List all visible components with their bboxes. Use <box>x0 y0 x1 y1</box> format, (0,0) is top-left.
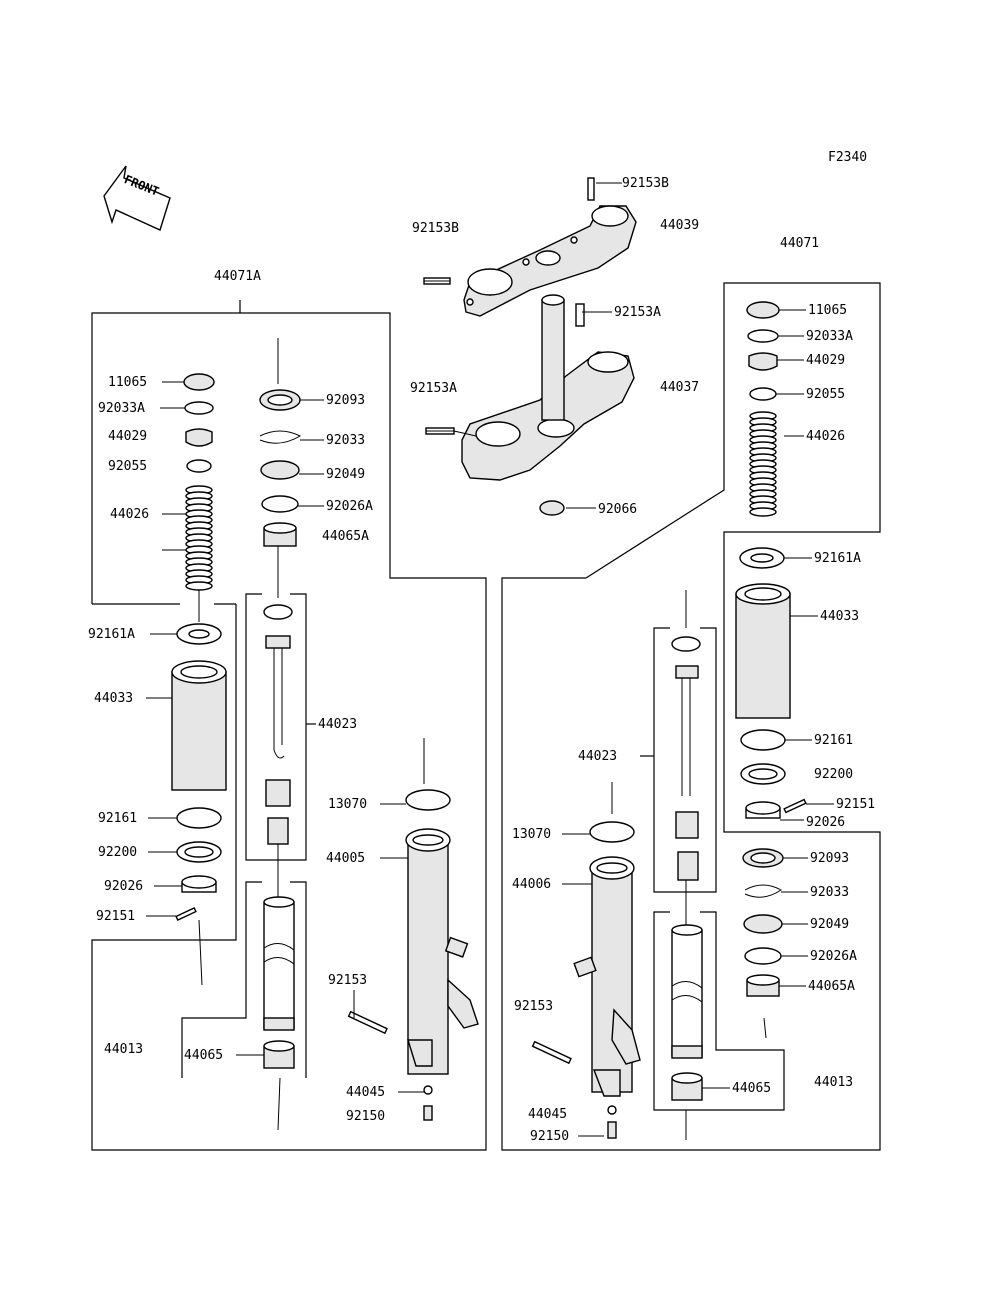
diagram-code: F2340 <box>828 150 867 165</box>
label-right-11065: 11065 <box>808 303 847 318</box>
label-left-92033A: 92033A <box>98 401 145 416</box>
right-outer-tube <box>531 782 641 1139</box>
label-44071A: 44071A <box>214 269 261 284</box>
label-mid-92153: 92153 <box>514 999 553 1014</box>
label-left-44065: 44065 <box>184 1048 223 1063</box>
label-center-44023: 44023 <box>318 717 357 732</box>
label-left-92055: 92055 <box>108 459 147 474</box>
label-right-44065: 44065 <box>732 1081 771 1096</box>
left-cylinder-bracket <box>181 881 262 1078</box>
label-right-44029: 44029 <box>806 353 845 368</box>
label-right-44033: 44033 <box>820 609 859 624</box>
label-left-92026: 92026 <box>104 879 143 894</box>
left-spring-stack <box>171 373 227 921</box>
left-fork-outline <box>91 312 487 1151</box>
right-spring-stack <box>735 301 807 1039</box>
label-left-44026: 44026 <box>110 507 149 522</box>
label-center-44065A: 44065A <box>322 529 369 544</box>
label-center-92093: 92093 <box>326 393 365 408</box>
label-center-44045: 44045 <box>346 1085 385 1100</box>
label-center-92049: 92049 <box>326 467 365 482</box>
right-damper-stack <box>671 590 703 1140</box>
leader-lines <box>146 182 834 1137</box>
spring-coil <box>749 507 777 517</box>
label-44071: 44071 <box>780 236 819 251</box>
spring-right-icon <box>749 411 777 517</box>
front-arrow-icon: FRONT <box>103 165 171 231</box>
left-damper-bracket <box>245 593 307 861</box>
label-center-44005: 44005 <box>326 851 365 866</box>
left-outer-tube <box>347 738 479 1121</box>
label-mid-92150: 92150 <box>530 1129 569 1144</box>
right-damper-bracket <box>653 627 717 893</box>
right-fork-outline <box>501 282 881 1151</box>
label-92153A-left: 92153A <box>410 381 457 396</box>
label-right-92033A: 92033A <box>806 329 853 344</box>
label-center-92150: 92150 <box>346 1109 385 1124</box>
upper-triple-clamp <box>463 177 637 317</box>
label-right-44013: 44013 <box>814 1075 853 1090</box>
label-44039: 44039 <box>660 218 699 233</box>
spring-coil <box>185 581 213 591</box>
label-mid-44006: 44006 <box>512 877 551 892</box>
label-left-92161A: 92161A <box>88 627 135 642</box>
label-44037: 44037 <box>660 380 699 395</box>
label-92066: 92066 <box>598 502 637 517</box>
label-right-92093: 92093 <box>810 851 849 866</box>
label-92153A-right: 92153A <box>614 305 661 320</box>
label-right-92033: 92033 <box>810 885 849 900</box>
label-right-92161A: 92161A <box>814 551 861 566</box>
label-right-44065A: 44065A <box>808 979 855 994</box>
label-right-92049: 92049 <box>810 917 849 932</box>
label-right-92200: 92200 <box>814 767 853 782</box>
label-left-92151: 92151 <box>96 909 135 924</box>
lower-triple-clamp <box>461 294 635 516</box>
label-left-92200: 92200 <box>98 845 137 860</box>
right-cylinder-bracket <box>653 911 785 1111</box>
label-left-92161: 92161 <box>98 811 137 826</box>
label-92153B-left: 92153B <box>412 221 459 236</box>
label-mid-44045: 44045 <box>528 1107 567 1122</box>
spring-left-icon <box>185 485 213 591</box>
label-left-44013: 44013 <box>104 1042 143 1057</box>
label-left-44033: 44033 <box>94 691 133 706</box>
label-mid-44023: 44023 <box>578 749 617 764</box>
label-right-44026: 44026 <box>806 429 845 444</box>
label-mid-13070: 13070 <box>512 827 551 842</box>
label-center-92026A: 92026A <box>326 499 373 514</box>
label-left-11065: 11065 <box>108 375 147 390</box>
label-right-92151: 92151 <box>836 797 875 812</box>
left-damper-stack <box>259 338 302 1131</box>
label-center-92153: 92153 <box>328 973 367 988</box>
label-right-92055: 92055 <box>806 387 845 402</box>
label-92153B-top: 92153B <box>622 176 669 191</box>
label-center-92033: 92033 <box>326 433 365 448</box>
label-left-44029: 44029 <box>108 429 147 444</box>
label-right-92026: 92026 <box>806 815 845 830</box>
label-right-92161: 92161 <box>814 733 853 748</box>
label-center-13070: 13070 <box>328 797 367 812</box>
label-right-92026A: 92026A <box>810 949 857 964</box>
